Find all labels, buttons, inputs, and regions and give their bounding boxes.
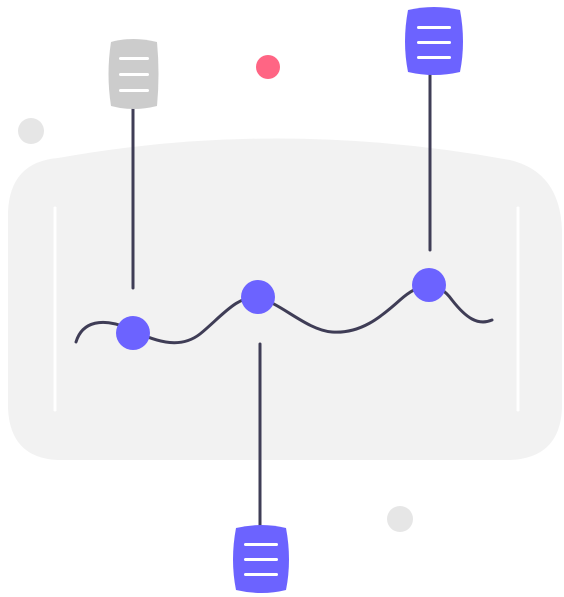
timeline-point-2 [241,280,275,314]
decorative-dot-grey-bottom [387,506,413,532]
timeline-point-3 [412,268,446,302]
background-panel [8,138,562,461]
decorative-dot-pink [256,55,280,79]
timeline-point-1 [116,316,150,350]
document-icon-top [405,7,463,75]
document-icon-grey [108,39,159,109]
document-icon-bottom [233,525,289,593]
decorative-dot-grey-left [18,118,44,144]
